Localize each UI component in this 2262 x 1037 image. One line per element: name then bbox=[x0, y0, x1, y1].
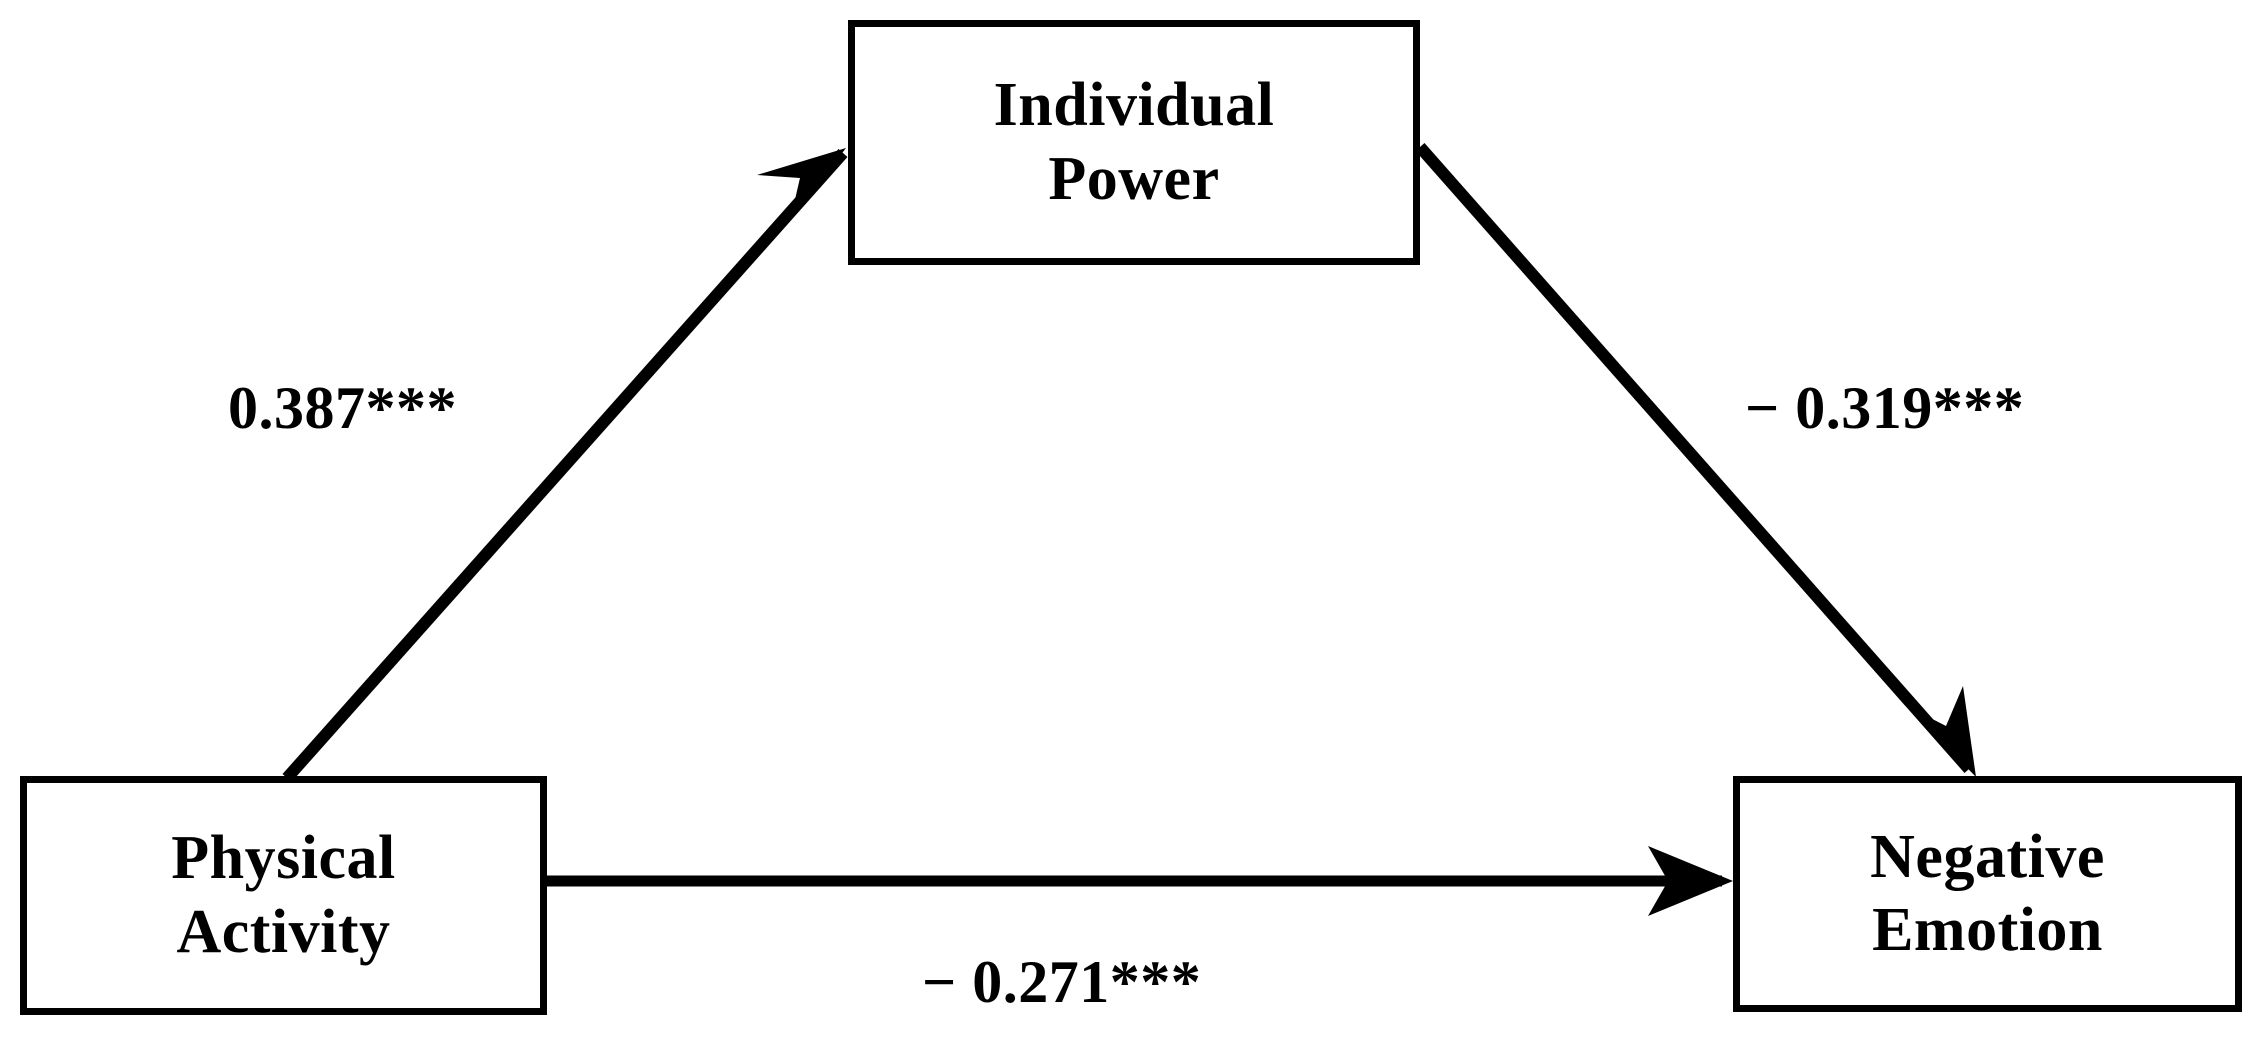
edge-label-b-path: − 0.319*** bbox=[1745, 375, 2025, 441]
node-physical-activity[interactable]: Physical Activity bbox=[20, 776, 547, 1015]
node-individual-power[interactable]: Individual Power bbox=[848, 20, 1420, 265]
arrow-a-path bbox=[282, 148, 848, 782]
edge-label-a-path: 0.387*** bbox=[228, 375, 457, 441]
node-physical-activity-line-2: Activity bbox=[176, 897, 391, 966]
edge-label-c-path: − 0.271*** bbox=[922, 949, 1202, 1015]
node-individual-power-line-1: Individual bbox=[993, 71, 1275, 140]
node-negative-emotion[interactable]: Negative Emotion bbox=[1733, 776, 2242, 1012]
node-physical-activity-line-1: Physical bbox=[171, 824, 396, 893]
arrow-b-path bbox=[1415, 143, 1976, 777]
node-individual-power-line-2: Power bbox=[1048, 144, 1220, 213]
node-negative-emotion-line-2: Emotion bbox=[1872, 896, 2103, 964]
arrow-c-path bbox=[545, 846, 1733, 916]
node-negative-emotion-line-1: Negative bbox=[1870, 822, 2105, 891]
